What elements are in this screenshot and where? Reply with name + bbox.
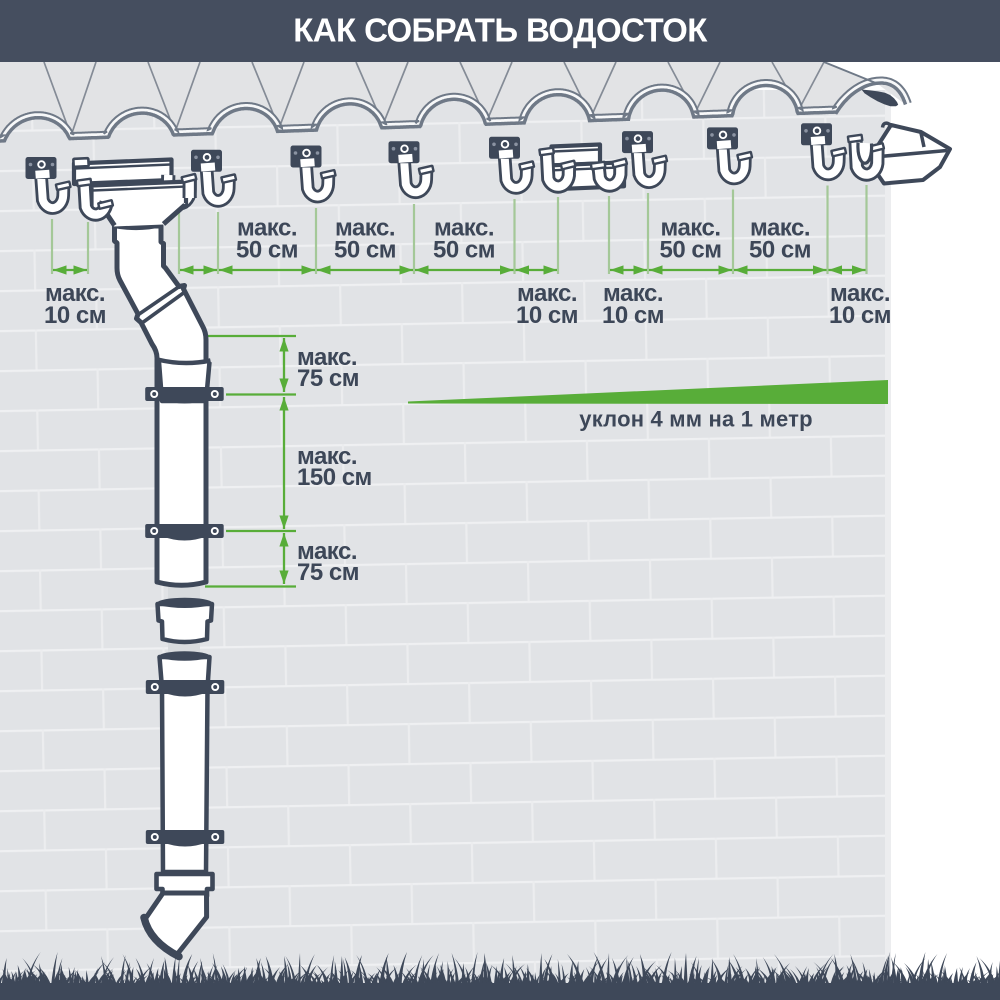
svg-text:10 см: 10 см	[829, 302, 891, 329]
svg-text:макс.: макс.	[434, 215, 494, 242]
svg-text:150 см: 150 см	[297, 464, 372, 491]
svg-text:10 см: 10 см	[516, 302, 578, 329]
svg-text:50 см: 50 см	[236, 237, 298, 264]
svg-text:10 см: 10 см	[44, 302, 106, 329]
svg-text:КАК СОБРАТЬ ВОДОСТОК: КАК СОБРАТЬ ВОДОСТОК	[293, 12, 708, 49]
svg-text:10 см: 10 см	[602, 302, 664, 329]
svg-text:макс.: макс.	[297, 443, 357, 470]
svg-text:макс.: макс.	[297, 538, 357, 565]
svg-text:макс.: макс.	[237, 215, 297, 242]
svg-text:50 см: 50 см	[660, 237, 722, 264]
svg-text:50 см: 50 см	[433, 237, 495, 264]
svg-text:75 см: 75 см	[297, 559, 359, 586]
svg-text:макс.: макс.	[830, 280, 890, 307]
svg-text:макс.: макс.	[45, 280, 105, 307]
svg-text:50 см: 50 см	[334, 237, 396, 264]
svg-text:макс.: макс.	[517, 280, 577, 307]
svg-text:макс.: макс.	[750, 215, 810, 242]
svg-text:макс.: макс.	[603, 280, 663, 307]
svg-text:макс.: макс.	[297, 344, 357, 371]
svg-text:50 см: 50 см	[749, 237, 811, 264]
svg-text:макс.: макс.	[335, 215, 395, 242]
svg-text:уклон 4 мм на 1 метр: уклон 4 мм на 1 метр	[579, 407, 812, 432]
svg-text:макс.: макс.	[661, 215, 721, 242]
svg-text:75 см: 75 см	[297, 365, 359, 392]
